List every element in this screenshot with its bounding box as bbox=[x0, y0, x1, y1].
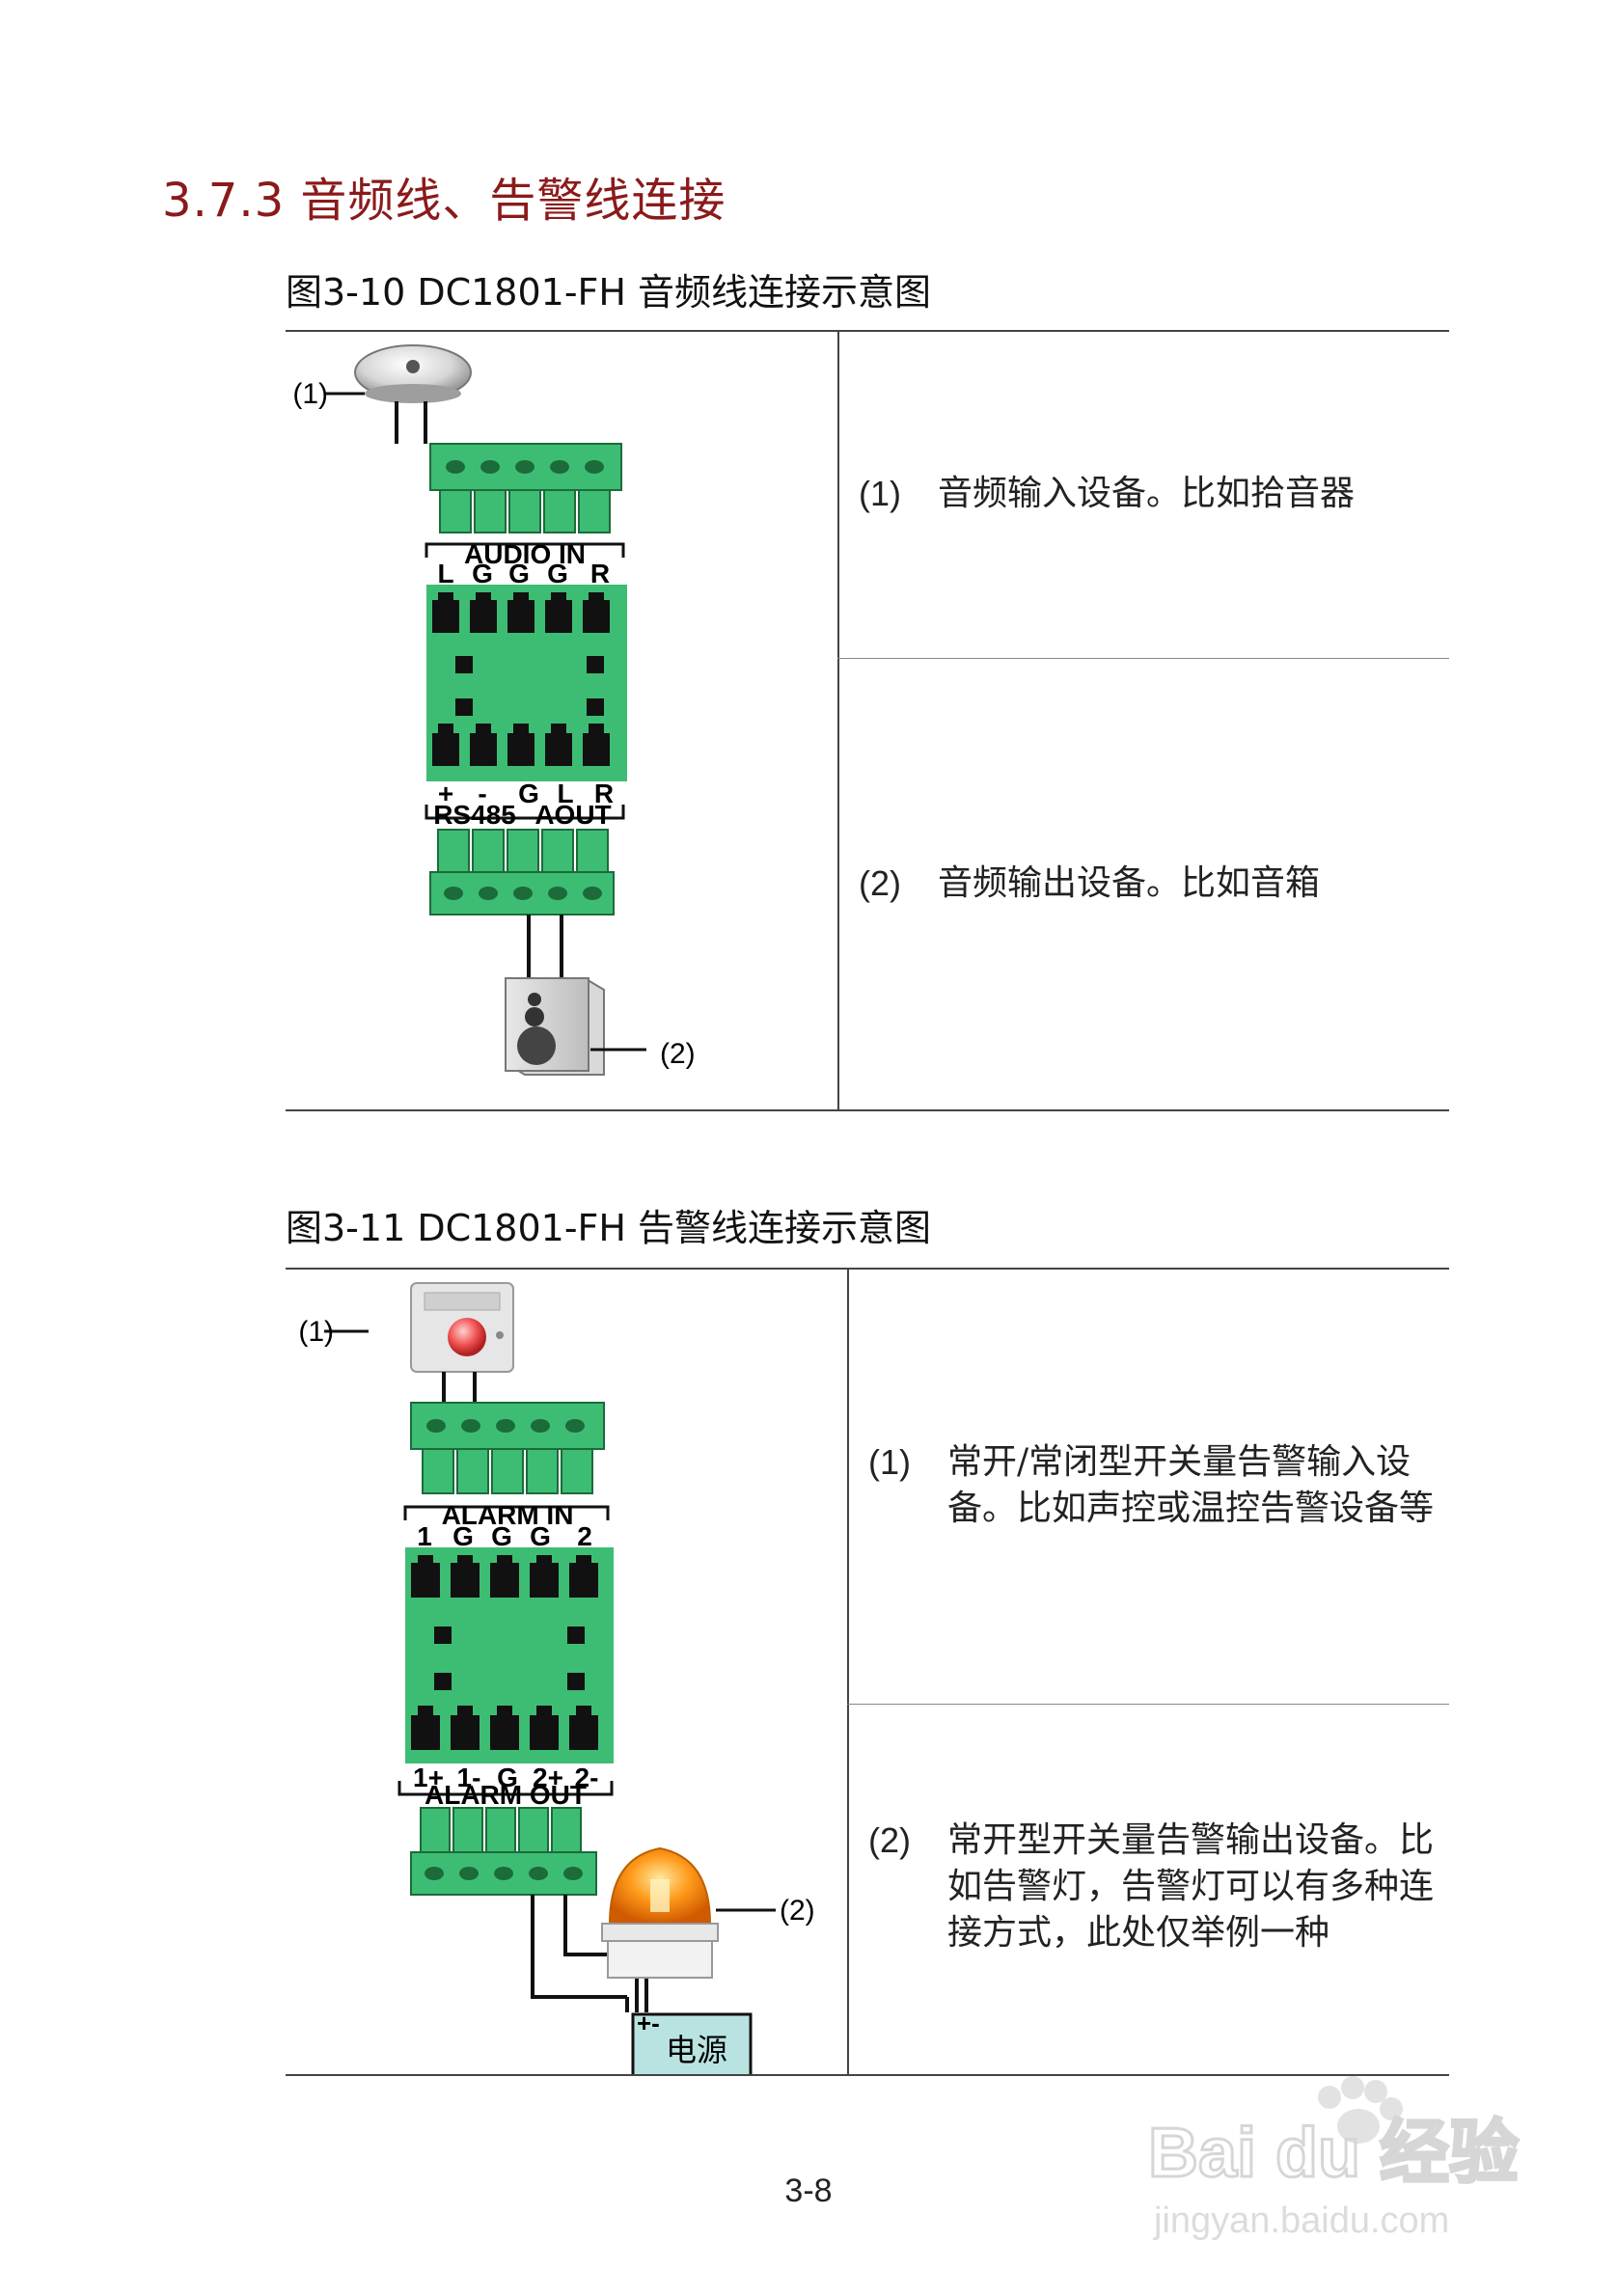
pin-label: + bbox=[438, 779, 453, 808]
table-column-divider bbox=[837, 330, 839, 1109]
table-bottom-border bbox=[286, 2074, 1449, 2076]
callout-2: (2) bbox=[780, 1895, 815, 1927]
baidu-watermark: Bai du 经验 jingyan.baidu.com bbox=[1138, 2055, 1524, 2253]
pin-label: 1+ bbox=[413, 1763, 444, 1792]
audio-item-1: (1) 音频输入设备。比如拾音器 bbox=[859, 471, 1428, 517]
callout-1: (1) bbox=[292, 378, 328, 410]
item-text: 音频输出设备。比如音箱 bbox=[938, 863, 1321, 903]
figure-caption-audio: 图3-10 DC1801-FH 音频线连接示意图 bbox=[286, 271, 932, 314]
item-number: (2) bbox=[859, 863, 901, 903]
power-supply-box: +- 电源 bbox=[631, 2009, 753, 2074]
speaker-icon bbox=[505, 977, 605, 1076]
callout-1: (1) bbox=[298, 1316, 334, 1348]
table-row-divider bbox=[837, 658, 1449, 659]
power-polarity: +- bbox=[637, 2009, 660, 2037]
audio-in-plug bbox=[429, 443, 622, 533]
pin-label: R bbox=[594, 779, 614, 808]
pin-label: G bbox=[547, 559, 568, 588]
table-bottom-border bbox=[286, 1109, 1449, 1111]
aout-label: AOUT bbox=[534, 800, 611, 830]
table-column-divider bbox=[847, 1268, 849, 2074]
item-number: (2) bbox=[868, 1820, 911, 1860]
pin-label: L bbox=[557, 779, 573, 808]
page-number: 3-8 bbox=[784, 2173, 833, 2209]
pin-label: 1- bbox=[457, 1763, 481, 1792]
pin-label: G bbox=[508, 559, 530, 588]
pin-label: G bbox=[530, 1521, 551, 1551]
audio-item-2: (2) 音频输出设备。比如音箱 bbox=[859, 861, 1428, 907]
alarm-wires bbox=[531, 1895, 648, 2012]
item-number: (1) bbox=[868, 1442, 911, 1482]
pin-label: 1 bbox=[417, 1521, 432, 1551]
pin-label: G bbox=[491, 1521, 512, 1551]
alarm-input-device-icon bbox=[410, 1282, 514, 1403]
alarm-wiring-diagram: (1) ALARM IN 1 G G G 2 bbox=[298, 1282, 815, 2074]
alarm-item-1: (1) 常开/常闭型开关量告警输入设备。比如声控或温控告警设备等 bbox=[868, 1439, 1438, 1532]
item-text: 常开型开关量告警输出设备。比如告警灯，告警灯可以有多种连接方式，此处仅举例一种 bbox=[947, 1820, 1435, 1953]
table-top-border bbox=[286, 1268, 1449, 1270]
item-number: (1) bbox=[859, 474, 901, 513]
audio-wiring-diagram: (1) AUDIO IN L G G G R bbox=[292, 344, 696, 1076]
pin-label: G bbox=[472, 559, 493, 588]
alarm-out-label: ALARM OUT bbox=[425, 1780, 587, 1810]
item-text: 常开/常闭型开关量告警输入设备。比如声控或温控告警设备等 bbox=[947, 1442, 1435, 1528]
terminal-block bbox=[426, 585, 627, 781]
pin-label: G bbox=[452, 1521, 474, 1551]
paw-logo-icon bbox=[1318, 2076, 1403, 2144]
pin-label: G bbox=[518, 779, 539, 808]
section-title: 3.7.3 音频线、告警线连接 bbox=[162, 174, 726, 228]
table-top-border bbox=[286, 330, 1449, 332]
pin-label: L bbox=[437, 559, 453, 588]
warning-lamp-icon bbox=[601, 1846, 719, 1979]
microphone-icon bbox=[354, 344, 472, 444]
callout-2: (2) bbox=[660, 1038, 696, 1070]
pin-label: 2- bbox=[575, 1763, 599, 1792]
audio-in-label: AUDIO IN bbox=[464, 539, 586, 569]
figure-caption-alarm: 图3-11 DC1801-FH 告警线连接示意图 bbox=[286, 1207, 932, 1249]
watermark-url: jingyan.baidu.com bbox=[1153, 2200, 1449, 2241]
rs485-label: RS485 bbox=[433, 800, 516, 830]
pin-label: R bbox=[590, 559, 610, 588]
pin-label: 2+ bbox=[533, 1763, 563, 1792]
alarm-item-2: (2) 常开型开关量告警输出设备。比如告警灯，告警灯可以有多种连接方式，此处仅举… bbox=[868, 1818, 1438, 1956]
item-text: 音频输入设备。比如拾音器 bbox=[938, 474, 1356, 513]
pin-label: G bbox=[497, 1763, 518, 1792]
alarm-in-label: ALARM IN bbox=[442, 1500, 574, 1530]
alarm-out-plug bbox=[410, 1807, 597, 1896]
table-row-divider bbox=[847, 1704, 1449, 1705]
alarm-in-plug bbox=[410, 1402, 605, 1494]
aout-plug bbox=[429, 829, 615, 978]
pin-label: 2 bbox=[577, 1521, 592, 1551]
terminal-block bbox=[405, 1547, 614, 1763]
watermark-brand: Bai du 经验 bbox=[1148, 2115, 1519, 2192]
power-label: 电源 bbox=[666, 2032, 727, 2068]
pin-label: - bbox=[478, 779, 486, 808]
